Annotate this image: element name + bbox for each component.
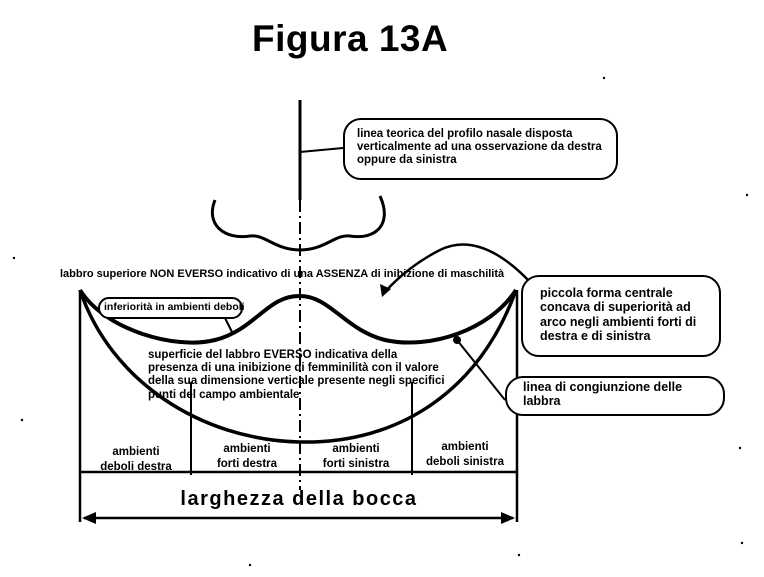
segment-line1: ambienti: [332, 443, 380, 455]
mouth-width-label: larghezza della bocca: [180, 488, 418, 510]
mouth-width-arrowhead-left: [82, 512, 96, 524]
weak-inferiority-callout: [98, 297, 243, 319]
segment-label-strong-left: ambienti forti sinistra: [302, 442, 410, 472]
segment-line2: deboli destra: [100, 460, 172, 473]
central-form-callout: [521, 275, 721, 357]
nose-shape: [211, 195, 386, 252]
figure-title: Figura 13A: [252, 18, 449, 59]
junction-callout-connector: [456, 339, 506, 401]
junction-line-text: linea di congiunzione delle labbra: [523, 380, 683, 409]
weak-inferiority-text: inferiorità in ambienti deboli: [104, 301, 245, 313]
segment-line1: ambienti: [441, 441, 489, 453]
upper-lip-label: labbro superiore NON EVERSO indicativo d…: [60, 268, 505, 280]
segment-label-weak-right: ambienti deboli destra: [82, 445, 190, 475]
scan-dot: [517, 553, 521, 557]
central-form-arrow: [384, 243, 531, 293]
scan-dot: [745, 193, 749, 197]
lower-lip-curve: [78, 289, 518, 444]
nose-line-callout: [343, 118, 618, 180]
central-form-arrowhead: [380, 284, 391, 297]
junction-line-callout: [505, 376, 725, 416]
scan-dot: [738, 446, 742, 450]
lip-junction-curve: [78, 288, 518, 345]
mouth-width-arrowhead-right: [501, 512, 515, 524]
central-form-text: piccola forma centrale concava di superi…: [540, 286, 697, 344]
scan-dot: [12, 256, 16, 260]
segment-line2: forti destra: [216, 457, 278, 470]
nose-callout-connector: [299, 147, 344, 153]
scan-dot: [602, 76, 606, 80]
scan-dot: [20, 418, 24, 422]
segment-label-weak-left: ambienti deboli sinistra: [414, 440, 516, 470]
lower-lip-surface-text: superficie del labbro EVERSO indicativa …: [148, 349, 445, 401]
segment-line1: ambienti: [112, 446, 160, 458]
weak-inferiority-pointer: [224, 317, 233, 333]
segment-line1: ambienti: [223, 443, 271, 455]
segment-line2: forti sinistra: [322, 457, 390, 470]
segment-line2: deboli sinistra: [426, 455, 504, 468]
nose-line-callout-text: linea teorica del profilo nasale dispost…: [357, 128, 602, 167]
scan-dot: [740, 541, 744, 545]
segment-label-strong-right: ambienti forti destra: [193, 442, 301, 472]
scan-dot: [248, 563, 252, 567]
